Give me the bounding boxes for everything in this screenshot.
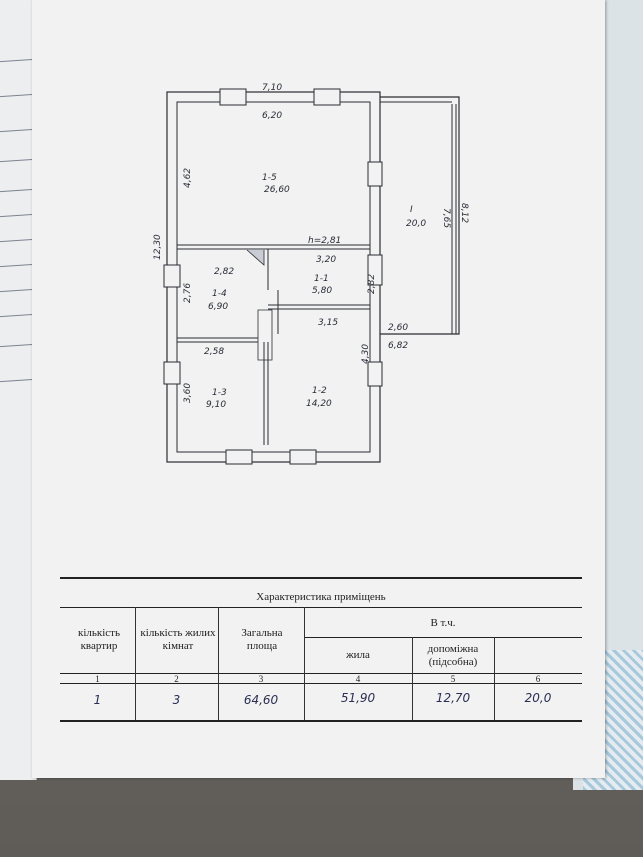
dim-annex-h: 7,65 — [441, 208, 451, 228]
value-living-rooms: 3 — [172, 693, 181, 707]
room-area-I: 20,0 — [406, 219, 426, 229]
room-id-1-2: 1-2 — [312, 386, 327, 396]
dim-room1-4-side: 2,76 — [183, 283, 193, 303]
plan-door — [367, 254, 383, 286]
plan-partition-1 — [177, 244, 370, 250]
dim-room1-2-side: 4,30 — [361, 344, 371, 364]
value-auxiliary-area: 12,70 — [435, 691, 471, 705]
header-living-rooms: кількість жилих кімнат — [140, 627, 216, 652]
floor-plan: 7,10 6,20 12,30 4,62 2,76 3,60 1-5 26,60… — [153, 83, 469, 465]
dim-annex-w: 2,60 — [388, 323, 408, 333]
header-apartments: кількість квартир — [77, 627, 120, 652]
dim-room1-4-bottom: 2,58 — [204, 347, 224, 357]
table-rule-header — [60, 673, 582, 674]
plan-stove — [246, 249, 265, 266]
header-living-area: жила — [346, 649, 370, 661]
col-number: 5 — [450, 674, 456, 684]
dim-room1-3-side: 3,60 — [183, 383, 193, 403]
dim-annex-outer: 6,82 — [388, 341, 408, 351]
room-id-1-5: 1-5 — [262, 173, 277, 183]
col-number: 3 — [258, 674, 264, 684]
room-characteristics-table: Характеристика приміщень кількість кварт… — [60, 577, 582, 724]
plan-partition-5 — [263, 342, 269, 445]
plan-window — [367, 361, 383, 387]
plan-window — [313, 88, 341, 106]
dim-left-outer: 12,30 — [153, 234, 163, 260]
table-rule-title — [60, 607, 582, 608]
value-living-area: 51,90 — [340, 691, 376, 705]
value-total-area: 64,60 — [243, 693, 279, 707]
plan-chimney — [257, 309, 273, 361]
dim-room1-1-side: 2,82 — [367, 274, 377, 294]
plan-window — [163, 264, 181, 288]
room-area-1-1: 5,80 — [312, 286, 332, 296]
plan-partition-2 — [267, 249, 279, 334]
plan-outer-wall — [166, 91, 381, 463]
underlying-page — [0, 0, 37, 780]
plan-annex-wall — [380, 96, 460, 335]
col-number: 1 — [95, 674, 100, 684]
plan-window — [225, 449, 253, 465]
header-auxiliary-area: допоміжна (підсобна) — [427, 643, 479, 668]
dim-room1-1-bottom: 3,15 — [318, 318, 338, 328]
dim-room1-5-side: 4,62 — [183, 168, 193, 188]
plan-window — [289, 449, 317, 465]
room-id-1-4: 1-4 — [212, 289, 227, 299]
dim-top-outer: 7,10 — [262, 83, 282, 93]
dim-room1-4-w: 2,82 — [214, 267, 234, 277]
dim-corridor-top: 3,20 — [316, 255, 336, 265]
value-apartments: 1 — [93, 693, 102, 707]
plan-partition-4 — [268, 304, 370, 310]
room-id-I: I — [410, 205, 413, 215]
value-column-6: 20,0 — [524, 691, 552, 705]
room-id-1-3: 1-3 — [212, 388, 227, 398]
room-area-1-2: 14,20 — [306, 399, 332, 409]
table-title: Характеристика приміщень — [256, 591, 386, 603]
plan-window — [219, 88, 247, 106]
plan-annex-glazing — [380, 101, 457, 334]
dim-annex-h-outer: 8,12 — [459, 203, 469, 223]
table-rule-numbers — [60, 683, 582, 684]
col-number: 2 — [174, 674, 179, 684]
document-page: 7,10 6,20 12,30 4,62 2,76 3,60 1-5 26,60… — [32, 0, 605, 778]
room-area-1-4: 6,90 — [208, 302, 228, 312]
room-area-1-5: 26,60 — [264, 185, 290, 195]
table-rule-bottom — [60, 720, 582, 722]
plan-window — [367, 161, 383, 187]
plan-partition-3 — [177, 337, 258, 343]
table-rule-incl — [304, 637, 582, 638]
col-number: 6 — [535, 674, 541, 684]
plan-window — [163, 361, 181, 385]
dim-height: h=2,81 — [308, 236, 341, 246]
room-area-1-3: 9,10 — [206, 400, 226, 410]
header-total-area: Загальна площа — [241, 627, 283, 652]
table-rule-top — [60, 577, 582, 579]
col-number: 4 — [355, 674, 361, 684]
room-id-1-1: 1-1 — [314, 274, 329, 284]
dim-top-inner: 6,20 — [262, 111, 282, 121]
header-including: В т.ч. — [430, 617, 456, 629]
